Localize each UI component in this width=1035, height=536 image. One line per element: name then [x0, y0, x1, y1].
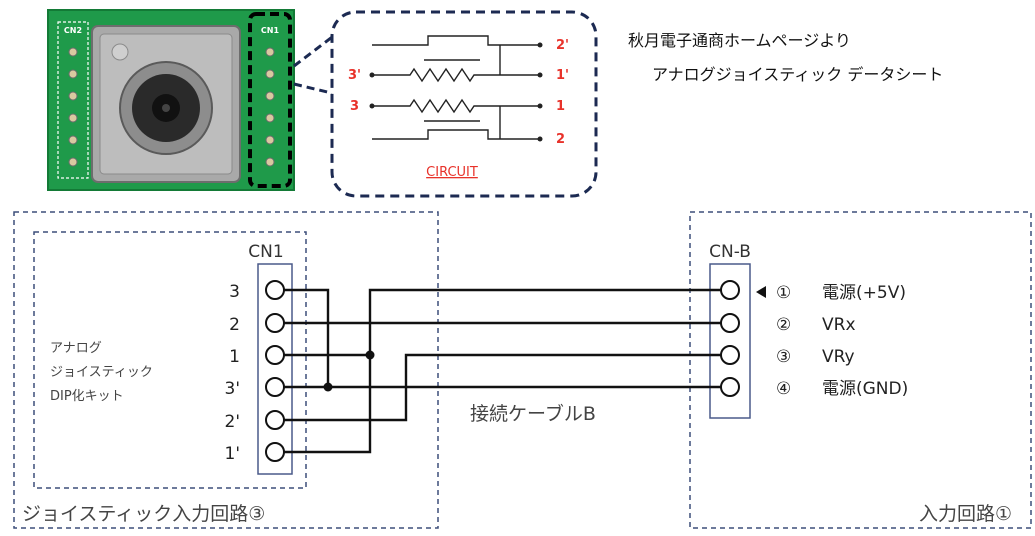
cn1-pin-1prime: [265, 442, 285, 462]
source-note-line2: アナログジョイスティック データシート: [652, 65, 943, 84]
circuit-pin-2prime: 2': [556, 38, 569, 53]
wire-5v: [284, 288, 722, 454]
cn1-pin-3prime: [265, 377, 285, 397]
cnb-pin-2-name: VRx: [822, 315, 856, 335]
circuit-pin-labels: 2' 1' 3' 3 1 2: [348, 38, 569, 147]
cnb-pin-4-name: 電源(GND): [822, 379, 908, 399]
cn1-pin-3: [265, 280, 285, 300]
cn1-pin-label-2: 2: [229, 315, 240, 335]
junction-5v: [365, 350, 375, 360]
cn1-pin-2prime: [265, 410, 285, 430]
joystick-circuit-box: [13, 211, 439, 529]
cable-wires: [284, 288, 722, 454]
cn1-pin-label-3: 3: [229, 282, 240, 302]
cnb-pin-4-num: ④: [776, 379, 791, 399]
cnb-pin-circle-1: [720, 280, 740, 300]
cnb-pin-labels: ① 電源(+5V) ② VRx ③ VRy ④ 電源(GND): [776, 283, 908, 399]
cnb-pin-3-num: ③: [776, 347, 791, 367]
circuit-pin-1: 1: [556, 99, 565, 114]
kit-label-line1: アナログ: [50, 341, 102, 356]
cn1-pin-label-1: 1: [229, 347, 240, 367]
cnb-pin-3-name: VRy: [822, 347, 855, 367]
cnb-pin-3: ③ VRy: [776, 347, 855, 367]
cnb-pin-2-num: ②: [776, 315, 791, 335]
cn1-pin-label-2prime: 2': [225, 412, 241, 432]
cn1-photo-label: CN1: [261, 26, 280, 35]
cn1-pin-label-3prime: 3': [225, 379, 241, 399]
input-circuit-label: 入力回路①: [919, 503, 1012, 525]
cn1-highlight: [248, 12, 292, 188]
wire-junctions: [323, 350, 375, 392]
cnb-pin-1-num: ①: [776, 283, 791, 303]
input-circuit-box: [689, 211, 1032, 529]
cnb-pin-circle-2: [720, 313, 740, 333]
cn1-label: CN1: [248, 242, 283, 262]
cnb-pin-4: ④ 電源(GND): [776, 379, 908, 399]
circuit-pin-3: 3: [350, 99, 359, 114]
circuit-pin-1prime: 1': [556, 68, 569, 83]
circuit-pin-3prime: 3': [348, 68, 361, 83]
pcb-photo: CN2 CN1: [47, 9, 295, 191]
junction-gnd: [323, 382, 333, 392]
cn2-label: CN2: [64, 26, 82, 35]
cnb-pin-circle-3: [720, 345, 740, 365]
cable-label: 接続ケーブルB: [470, 402, 596, 425]
circuit-callout: 2' 1' 3' 3 1 2 CIRCUIT: [330, 10, 598, 198]
cn1-photo-pins: [265, 47, 275, 167]
circuit-schematic: [372, 35, 540, 140]
cn1-pin-2: [265, 313, 285, 333]
kit-label-line3: DIP化キット: [50, 389, 124, 404]
pin1-marker: [756, 286, 766, 298]
cn2-outline: [57, 21, 89, 179]
kit-label-line2: ジョイスティック: [50, 365, 153, 380]
cn1-pin-labels: 3 2 1 3' 2' 1': [225, 282, 241, 464]
circuit-terminals: [369, 42, 543, 142]
cnb-pin-1: ① 電源(+5V): [776, 283, 906, 303]
circuit-caption: CIRCUIT: [426, 165, 478, 180]
kit-label: アナログ ジョイスティック DIP化キット: [50, 341, 153, 404]
circuit-pin-2: 2: [556, 132, 565, 147]
joystick-module-box: [33, 231, 307, 489]
source-note-line1: 秋月電子通商ホームページより: [628, 31, 851, 50]
cn1-pin-label-1prime: 1': [225, 444, 241, 464]
cnb-pin-1-name: 電源(+5V): [822, 283, 906, 303]
cnb-pin-circle-4: [720, 377, 740, 397]
cnb-pin-2: ② VRx: [776, 315, 856, 335]
cn2-pins: [68, 47, 78, 167]
cnb-pins: [720, 280, 740, 397]
joystick-circuit-label: ジョイスティック入力回路③: [22, 503, 265, 525]
cn1-pins: [265, 280, 285, 462]
cn1-pin-1: [265, 345, 285, 365]
cnb-label: CN-B: [709, 242, 751, 262]
